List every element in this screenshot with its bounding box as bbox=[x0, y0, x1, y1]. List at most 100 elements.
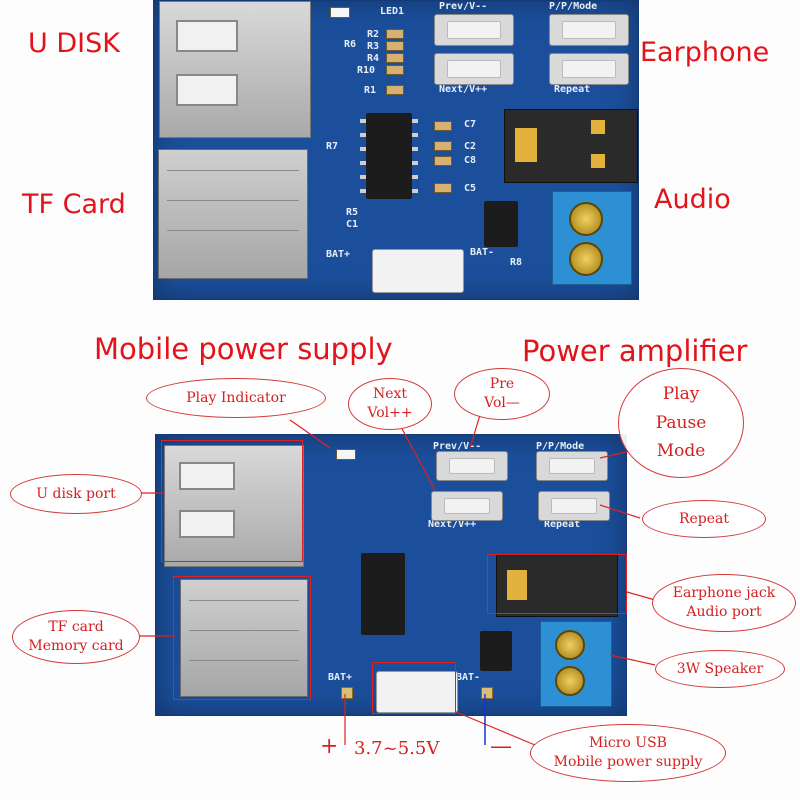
pre-vol-text-2: Vol— bbox=[484, 395, 520, 411]
next-button bbox=[434, 53, 514, 85]
cap-c2 bbox=[434, 141, 452, 151]
mobile-power-label: Mobile power supply bbox=[94, 332, 393, 366]
pp-mode-button bbox=[549, 14, 629, 46]
silk-pp-mode: P/P/Mode bbox=[549, 1, 598, 12]
play-indicator-text: Play Indicator bbox=[186, 389, 286, 406]
tf-card-label: TF Card bbox=[22, 189, 126, 220]
silk-r3: R3 bbox=[367, 41, 380, 52]
silk-r5: R5 bbox=[346, 207, 359, 218]
highlight-earphone-jack bbox=[487, 554, 627, 614]
top-board: Prev/V-- P/P/Mode Next/V++ Repeat LED1 R… bbox=[153, 0, 639, 300]
resistor-r3 bbox=[386, 41, 404, 51]
silk-r4: R4 bbox=[367, 53, 380, 64]
micro-usb-port-2 bbox=[376, 671, 458, 713]
earphone-label: Earphone bbox=[640, 37, 770, 68]
callout-repeat: Repeat bbox=[642, 500, 766, 538]
audio-label: Audio bbox=[654, 184, 731, 215]
silk-pp-mode-2: P/P/Mode bbox=[536, 441, 585, 452]
resistor-r4 bbox=[386, 53, 404, 63]
silk-bat-plus-2: BAT+ bbox=[328, 672, 353, 683]
speaker-terminal-2 bbox=[540, 621, 612, 707]
silk-r8: R8 bbox=[510, 257, 523, 268]
play-text-1: Play bbox=[662, 383, 700, 404]
callout-u-disk-port: U disk port bbox=[10, 474, 142, 514]
silk-r6: R6 bbox=[344, 39, 357, 50]
earphone-jack bbox=[504, 109, 638, 183]
cap-c8 bbox=[434, 156, 452, 166]
earphone-text-2: Audio port bbox=[686, 604, 762, 620]
tf-text-2: Memory card bbox=[28, 638, 124, 654]
silk-prev: Prev/V-- bbox=[439, 1, 488, 12]
play-text-2: Pause bbox=[655, 412, 707, 433]
highlight-micro-usb bbox=[372, 662, 456, 714]
decoder-chip-2 bbox=[361, 553, 405, 635]
bat-minus-pad bbox=[481, 687, 493, 699]
usb-text-2: Mobile power supply bbox=[553, 754, 703, 770]
amplifier-chip bbox=[484, 201, 518, 247]
silk-r1: R1 bbox=[364, 85, 377, 96]
silk-r7: R7 bbox=[326, 141, 339, 152]
next-vol-text-1: Next bbox=[372, 386, 408, 403]
silk-c5: C5 bbox=[464, 183, 477, 194]
bottom-board: Prev/V-- P/P/Mode Next/V++ Repeat BAT+ B… bbox=[155, 434, 627, 716]
next-vol-text-2: Vol++ bbox=[367, 405, 413, 421]
callout-play-indicator: Play Indicator bbox=[146, 378, 326, 418]
voltage-minus: — bbox=[490, 734, 512, 759]
silk-bat-plus: BAT+ bbox=[326, 249, 351, 260]
callout-speaker: 3W Speaker bbox=[655, 650, 785, 688]
play-led bbox=[330, 7, 350, 18]
cap-c7 bbox=[434, 121, 452, 131]
pre-vol-text-1: Pre bbox=[489, 376, 515, 393]
silk-c1: C1 bbox=[346, 219, 359, 230]
tf-card-slot-annotated bbox=[180, 579, 308, 697]
play-text-3: Mode bbox=[656, 441, 706, 462]
silk-prev-2: Prev/V-- bbox=[433, 441, 482, 452]
silk-c7: C7 bbox=[464, 119, 477, 130]
bat-plus-pad bbox=[341, 687, 353, 699]
tf-card-slot bbox=[158, 149, 308, 279]
repeat-button bbox=[549, 53, 629, 85]
resistor-r2 bbox=[386, 29, 404, 39]
resistor-r10 bbox=[386, 65, 404, 75]
silk-next-2: Next/V++ bbox=[428, 519, 477, 530]
pp-mode-button-2 bbox=[536, 451, 608, 481]
callout-micro-usb: Micro USB Mobile power supply bbox=[530, 724, 726, 782]
highlight-usb-port bbox=[161, 440, 303, 562]
speaker-text: 3W Speaker bbox=[676, 660, 764, 677]
repeat-button-2 bbox=[538, 491, 610, 521]
highlight-tf-card bbox=[173, 576, 311, 700]
usb-text-1: Micro USB bbox=[589, 735, 667, 752]
decoder-chip bbox=[360, 113, 418, 199]
tf-text-1: TF card bbox=[48, 619, 104, 636]
play-led-2 bbox=[336, 449, 356, 460]
repeat-text: Repeat bbox=[678, 510, 730, 527]
power-amp-label: Power amplifier bbox=[522, 334, 748, 368]
silk-bat-minus-2: BAT- bbox=[456, 672, 481, 683]
prev-button bbox=[434, 14, 514, 46]
cap-c5 bbox=[434, 183, 452, 193]
earphone-jack-2 bbox=[496, 555, 618, 617]
next-button-2 bbox=[431, 491, 503, 521]
silk-r2: R2 bbox=[367, 29, 380, 40]
silk-next: Next/V++ bbox=[439, 84, 488, 95]
usb-a-port-annotated bbox=[164, 445, 304, 567]
usb-a-port bbox=[159, 1, 311, 138]
silk-c8: C8 bbox=[464, 155, 477, 166]
speaker-terminal bbox=[552, 191, 632, 285]
silk-repeat: Repeat bbox=[554, 84, 591, 95]
silk-bat-minus: BAT- bbox=[470, 247, 495, 258]
micro-usb-port bbox=[372, 249, 464, 293]
silk-led1: LED1 bbox=[380, 6, 405, 17]
silk-c2: C2 bbox=[464, 141, 477, 152]
u-disk-port-text: U disk port bbox=[36, 485, 116, 502]
voltage-range: 3.7~5.5V bbox=[354, 738, 440, 759]
earphone-text-1: Earphone jack bbox=[672, 585, 776, 602]
prev-button-2 bbox=[436, 451, 508, 481]
silk-r10: R10 bbox=[357, 65, 376, 76]
voltage-plus: + bbox=[320, 734, 339, 759]
amplifier-chip-2 bbox=[480, 631, 512, 671]
